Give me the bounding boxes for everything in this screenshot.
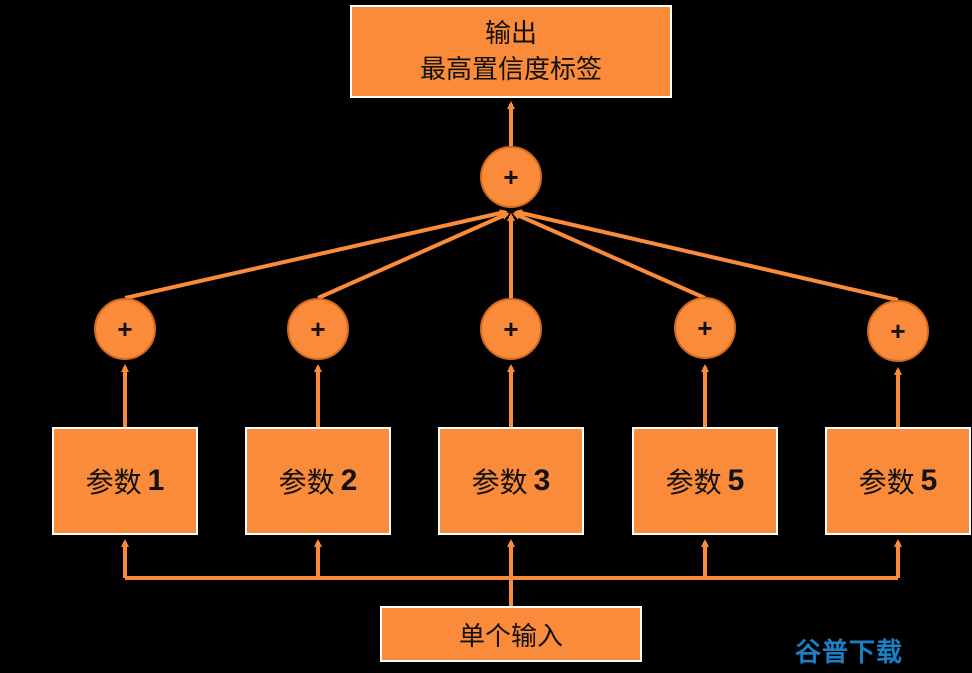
watermark-logo: 谷普下载 [795, 637, 904, 667]
plus-symbol: + [890, 315, 906, 346]
plus-symbol: + [117, 313, 133, 344]
input-box: 单个输入 [380, 606, 642, 662]
param-number: 1 [147, 464, 165, 497]
param-label: 参数 [665, 466, 722, 499]
output-title: 输出 [484, 18, 537, 49]
param-label: 参数 [278, 466, 335, 499]
output-box: 输出 最高置信度标签 [350, 5, 672, 98]
plus-node-3: + [480, 298, 542, 360]
plus-symbol: + [310, 313, 326, 344]
plus-node-5: + [867, 300, 929, 362]
param-number: 3 [533, 464, 551, 497]
plus-symbol: + [503, 161, 519, 192]
param-label: 参数 [471, 466, 528, 499]
plus-node-2: + [287, 298, 349, 360]
input-label: 单个输入 [458, 621, 563, 652]
edge-plus1-combiner [124, 209, 508, 300]
plus-node-1: + [94, 298, 156, 360]
edge-plus4-combiner [512, 212, 706, 300]
edge-plus5-combiner [514, 209, 899, 302]
plus-node-4: + [674, 297, 736, 359]
param-number: 5 [727, 464, 745, 497]
edge-plus2-combiner [317, 212, 510, 300]
combiner-plus-node: + [480, 146, 542, 208]
plus-symbol: + [697, 312, 713, 343]
plus-symbol: + [503, 313, 519, 344]
output-subtitle: 最高置信度标签 [419, 54, 602, 85]
param-number: 5 [920, 464, 938, 497]
param-number: 2 [340, 464, 358, 497]
param-label: 参数 [85, 466, 142, 499]
param-label: 参数 [858, 466, 915, 499]
